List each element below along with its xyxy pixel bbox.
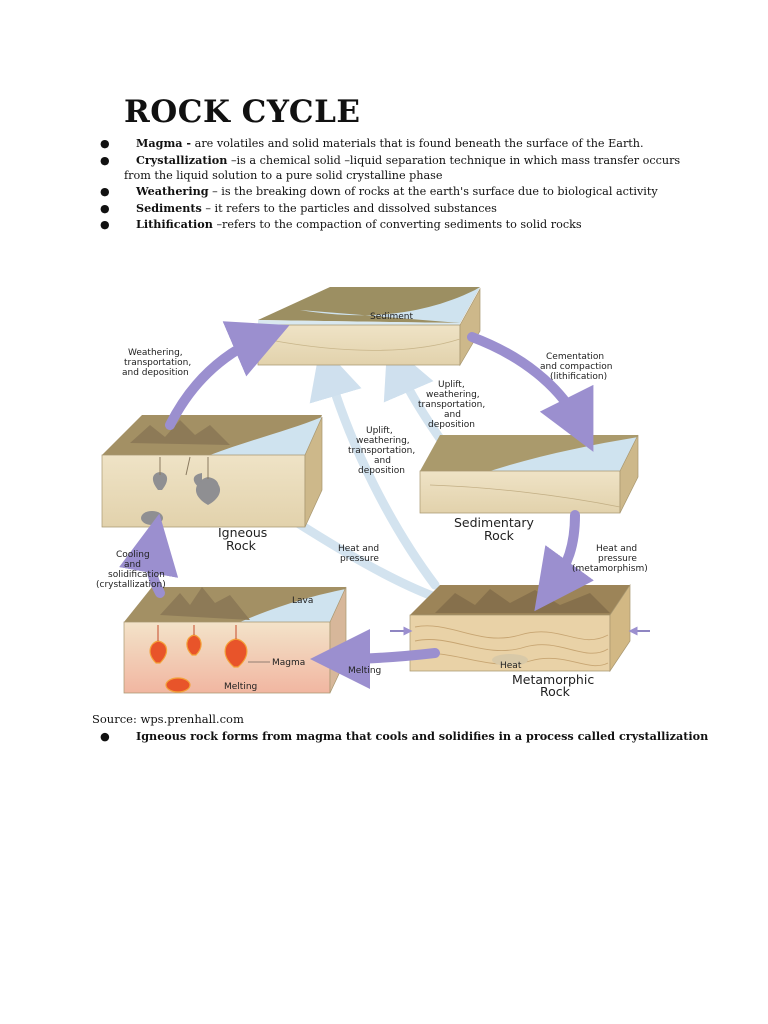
- sediment-block: Sediment: [257, 287, 481, 367]
- igneous-block: Igneous Rock: [101, 415, 323, 553]
- bullet-icon: ●: [100, 185, 110, 198]
- definition: – it refers to the particles and dissolv…: [201, 201, 497, 215]
- term: Sediments: [136, 200, 202, 215]
- metamorphic-label-1: Metamorphic: [512, 672, 594, 687]
- cementation-label-1: Cementation: [546, 352, 604, 362]
- cooling-label-4: (crystallization): [96, 580, 166, 590]
- magma-label: Magma: [272, 658, 305, 668]
- igneous-label-1: Igneous: [218, 525, 267, 540]
- cementation-label-3: (lithification): [550, 372, 607, 382]
- term: Weathering: [136, 184, 209, 198]
- igneous-statement: Igneous rock forms from magma that cools…: [136, 729, 709, 743]
- definition-list: ● Magma - are volatiles and solid materi…: [96, 136, 736, 234]
- heat-pressure-center-label-2: pressure: [340, 554, 379, 564]
- bullet-icon: ●: [100, 730, 110, 743]
- sedimentary-block: Sedimentary Rock: [419, 434, 639, 543]
- metamorphic-block: Heat Metamorphic Rock: [390, 583, 650, 699]
- definition: – is the breaking down of rocks at the e…: [208, 185, 658, 198]
- cooling-label-1: Cooling: [116, 550, 150, 560]
- bullet-icon: ●: [100, 153, 110, 167]
- uplift-center-label-2: weathering,: [356, 436, 410, 446]
- term: Lithification: [136, 217, 213, 231]
- page-title: ROCK CYCLE: [124, 94, 361, 130]
- source-citation: Source: wps.prenhall.com: [92, 712, 244, 726]
- bullet-icon: ●: [100, 201, 110, 215]
- list-item: ● Weathering – is the breaking down of r…: [96, 184, 736, 199]
- term: Crystallization: [136, 152, 228, 167]
- lava-label: Lava: [292, 596, 313, 606]
- list-item: ● Magma - are volatiles and solid materi…: [96, 136, 736, 151]
- uplift-center-label-5: deposition: [358, 466, 405, 476]
- uplift-center-label-3: transportation,: [348, 446, 415, 456]
- list-item: ● Sediments – it refers to the particles…: [96, 201, 736, 216]
- list-item: ● Igneous rock forms from magma that coo…: [96, 729, 736, 744]
- bullet-icon: ●: [100, 218, 110, 231]
- uplift-right-label-4: and: [444, 410, 461, 420]
- uplift-center-label-4: and: [374, 456, 391, 466]
- uplift-center-label-1: Uplift,: [366, 426, 393, 436]
- metamorphic-label-2: Rock: [540, 684, 571, 699]
- uplift-right-label-5: deposition: [428, 420, 475, 430]
- definition: are volatiles and solid materials that i…: [191, 137, 644, 150]
- list-item: ● Crystallization –is a chemical solid –…: [96, 153, 736, 183]
- melting-label-center: Melting: [348, 666, 381, 676]
- definition: –is a chemical solid –liquid separation …: [227, 153, 681, 167]
- rock-cycle-diagram: Sediment Igneous: [90, 275, 650, 705]
- cooling-label-2: and: [124, 560, 141, 570]
- heat-label: Heat: [500, 661, 522, 671]
- list-item: ● Lithification –refers to the compactio…: [96, 217, 736, 232]
- heat-pressure-right-label-2: pressure: [598, 554, 637, 564]
- weathering-label-3: and deposition: [122, 368, 189, 378]
- heat-pressure-center-label-1: Heat and: [338, 544, 379, 554]
- sedimentary-label-2: Rock: [484, 528, 515, 543]
- magma-block: Lava Magma Melting: [123, 586, 347, 694]
- cooling-label-3: solidification: [108, 570, 165, 580]
- uplift-right-label-1: Uplift,: [438, 380, 465, 390]
- definition-continuation: from the liquid solution to a pure solid…: [124, 168, 443, 182]
- weathering-label-2: transportation,: [124, 358, 191, 368]
- sedimentary-label-1: Sedimentary: [454, 515, 535, 530]
- bullet-icon: ●: [100, 137, 110, 150]
- igneous-label-2: Rock: [226, 538, 257, 553]
- heat-pressure-right-label-1: Heat and: [596, 544, 637, 554]
- weathering-label-1: Weathering,: [128, 348, 183, 358]
- heat-pressure-right-label-3: (metamorphism): [572, 564, 648, 574]
- definition: –refers to the compaction of converting …: [212, 218, 582, 231]
- uplift-right-label-2: weathering,: [426, 390, 480, 400]
- melting-label-left: Melting: [224, 682, 257, 692]
- uplift-right-label-3: transportation,: [418, 400, 485, 410]
- cementation-label-2: and compaction: [540, 362, 612, 372]
- sediment-label: Sediment: [370, 312, 413, 322]
- arrow-labels: Weathering, transportation, and depositi…: [96, 348, 648, 676]
- term: Magma -: [136, 136, 192, 150]
- cycle-arrows: [119, 321, 594, 689]
- rock-cycle-illustration: Sediment Igneous: [96, 287, 650, 699]
